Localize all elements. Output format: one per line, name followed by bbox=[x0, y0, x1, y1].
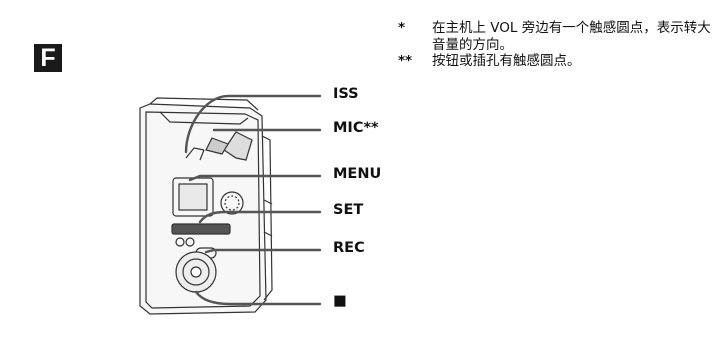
footnote-mark: ** bbox=[398, 53, 413, 69]
label-menu: MENU bbox=[333, 166, 382, 182]
label-iss: ISS bbox=[333, 86, 359, 102]
footnote-vol: * 在主机上 VOL 旁边有一个触感圆点，表示转大音量的方向。 bbox=[398, 20, 713, 53]
leader-iss bbox=[184, 94, 322, 154]
leader-stop bbox=[194, 290, 322, 306]
label-stop: ■ bbox=[333, 293, 347, 309]
footnote-mark: * bbox=[398, 20, 406, 36]
leader-menu bbox=[188, 174, 322, 182]
mic-plug bbox=[223, 131, 253, 161]
label-set: SET bbox=[333, 202, 364, 218]
label-mic: MIC** bbox=[333, 120, 379, 136]
label-rec: REC bbox=[333, 240, 365, 256]
button-row bbox=[171, 223, 231, 235]
section-letter-badge: F bbox=[34, 44, 62, 72]
leader-rec bbox=[204, 248, 322, 254]
footnotes: * 在主机上 VOL 旁边有一个触感圆点，表示转大音量的方向。 ** 按钮或插孔… bbox=[398, 20, 713, 70]
volume-dial bbox=[220, 191, 244, 215]
footnote-text: 按钮或插孔有触感圆点。 bbox=[432, 53, 581, 69]
footnote-text: 在主机上 VOL 旁边有一个触感圆点，表示转大音量的方向。 bbox=[432, 20, 711, 53]
footnote-tactile-dot: ** 按钮或插孔有触感圆点。 bbox=[398, 53, 713, 70]
leader-set bbox=[198, 210, 322, 224]
